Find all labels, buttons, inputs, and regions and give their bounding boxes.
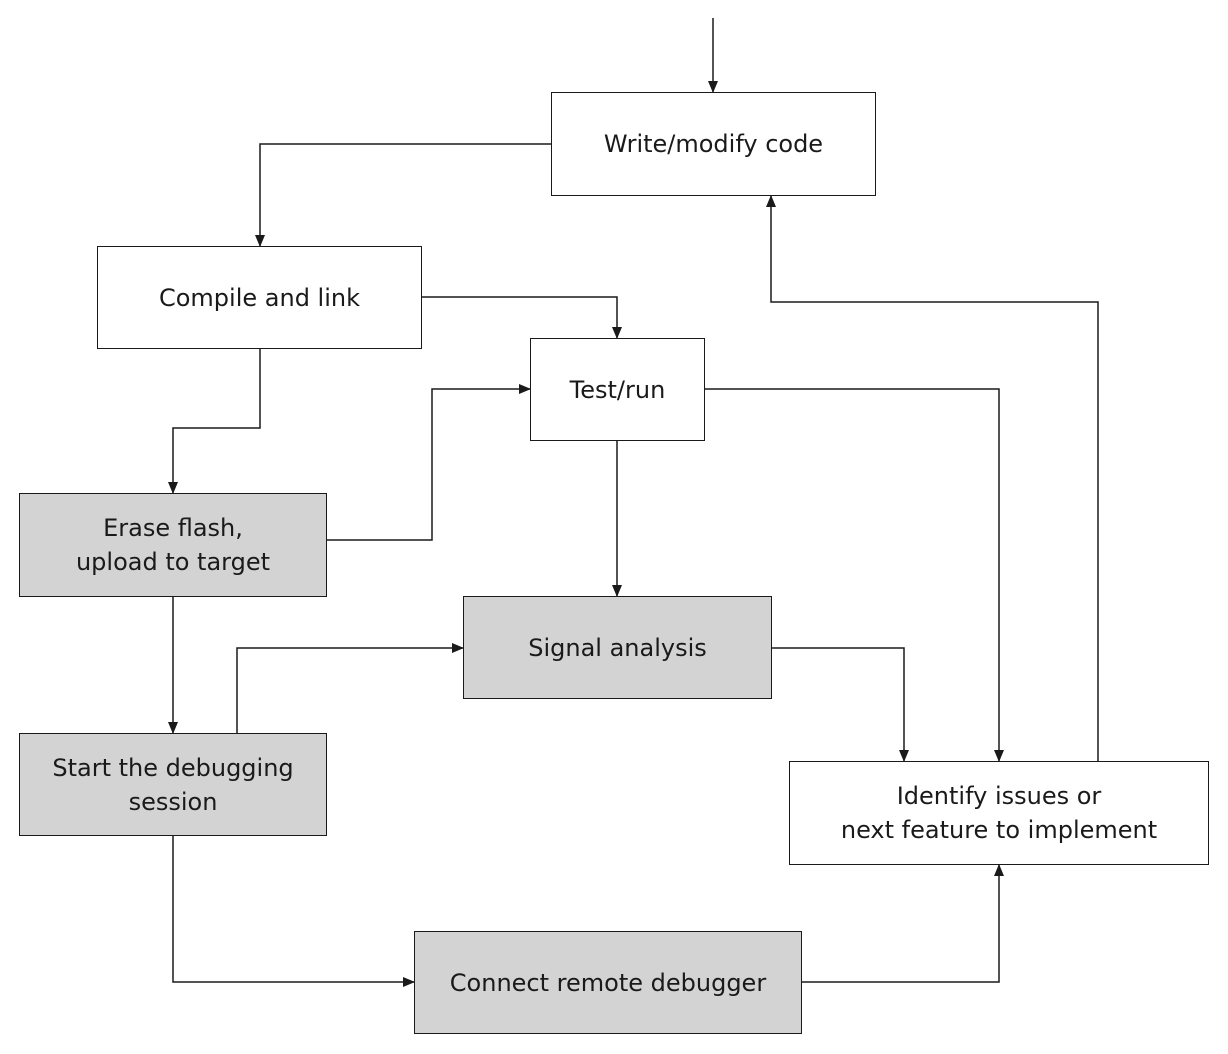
arrow-signal-to-identify xyxy=(772,647,909,762)
arrow-test-to-identify xyxy=(705,388,1004,762)
arrow-compile-to-test xyxy=(422,296,622,339)
arrow-erase-to-test xyxy=(327,384,531,541)
node-signal-analysis: Signal analysis xyxy=(463,596,772,699)
node-write-modify-code: Write/modify code xyxy=(551,92,876,196)
node-erase-flash-upload: Erase flash, upload to target xyxy=(19,493,327,597)
node-compile-and-link: Compile and link xyxy=(97,246,422,349)
arrow-write-to-compile xyxy=(255,143,551,247)
arrow-debug-to-remote xyxy=(172,836,415,987)
node-connect-remote-debugger: Connect remote debugger xyxy=(414,931,802,1034)
arrow-remote-to-identify xyxy=(802,864,1004,983)
node-identify-issues: Identify issues or next feature to imple… xyxy=(789,761,1209,865)
arrow-identify-to-write xyxy=(766,195,1099,761)
arrow-compile-to-erase xyxy=(168,349,261,494)
node-start-debugging-session: Start the debugging session xyxy=(19,733,327,836)
arrow-debug-to-signal xyxy=(236,643,464,733)
node-test-run: Test/run xyxy=(530,338,705,441)
